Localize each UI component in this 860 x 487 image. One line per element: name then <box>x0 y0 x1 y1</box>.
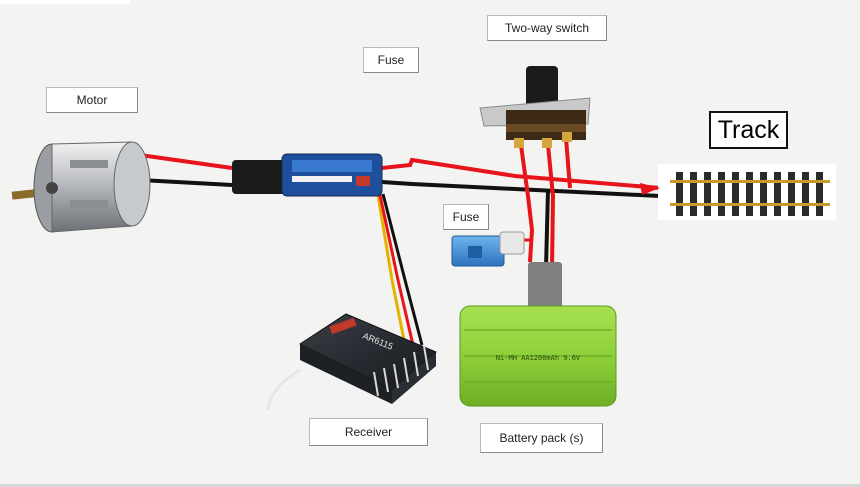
label-track: Track <box>709 111 788 149</box>
label-battery-pack: Battery pack (s) <box>480 423 603 453</box>
label-fuse-top: Fuse <box>363 47 419 73</box>
wire-switch-mid <box>546 144 556 271</box>
wire-rx-red <box>378 194 415 346</box>
wire-rx-black <box>381 193 424 346</box>
wire-switch-right <box>564 137 572 189</box>
label-two-way-switch: Two-way switch <box>487 15 607 41</box>
bottom-strip <box>0 484 860 487</box>
wire-esc-black-out <box>381 180 661 198</box>
fuse-icon <box>451 231 525 267</box>
label-fuse-mid: Fuse <box>443 204 489 230</box>
wire-esc-red-out <box>381 157 661 190</box>
motor-icon <box>11 141 151 233</box>
battery-text: Ni-MH AA1200mAh 9.6V <box>496 354 581 362</box>
track-icon <box>658 164 836 220</box>
wire-motor-red <box>139 153 233 170</box>
top-strip <box>0 0 130 4</box>
wire-rx-yellow <box>376 194 407 346</box>
battery-icon: Ni-MH AA1200mAh 9.6V <box>459 262 617 407</box>
wire-switch-left <box>519 144 535 263</box>
track-arrow <box>640 183 660 195</box>
esc-icon <box>232 153 383 197</box>
wire-motor-black <box>139 178 233 187</box>
receiver-icon: AR6115 <box>298 313 437 404</box>
label-receiver: Receiver <box>309 418 428 446</box>
receiver-antenna <box>266 368 301 411</box>
wires <box>139 137 661 411</box>
wire-battery-black <box>544 189 550 269</box>
label-motor: Motor <box>46 87 138 113</box>
switch-icon <box>479 66 591 148</box>
